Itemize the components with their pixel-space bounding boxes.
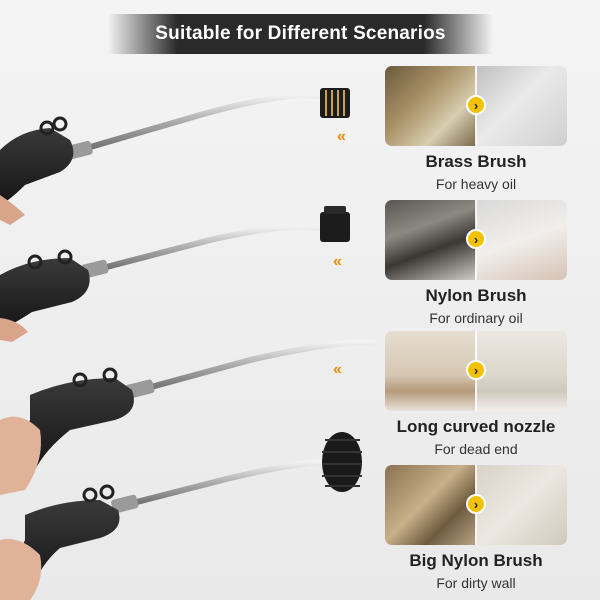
steam-gun-illustration bbox=[0, 88, 378, 600]
before-image bbox=[385, 465, 476, 545]
before-image bbox=[385, 331, 476, 411]
scenario-image-curved-nozzle: › bbox=[385, 331, 567, 411]
scenario-label: Long curved nozzle For dead end bbox=[385, 417, 567, 457]
scenario-subtitle: For heavy oil bbox=[435, 176, 517, 192]
scenario-image-big-nylon-brush: › bbox=[385, 465, 567, 545]
gun-brass-brush bbox=[0, 88, 350, 225]
scenario-label: Brass Brush For heavy oil bbox=[385, 152, 567, 192]
scenario-title: Big Nylon Brush bbox=[409, 551, 543, 570]
after-image bbox=[476, 465, 567, 545]
scenario-title: Nylon Brush bbox=[425, 286, 527, 305]
scenario-image-nylon-brush: › bbox=[385, 200, 567, 280]
scenario-label: Big Nylon Brush For dirty wall bbox=[385, 551, 567, 591]
page-title: Suitable for Different Scenarios bbox=[108, 14, 493, 54]
after-image bbox=[476, 66, 567, 146]
arrow-right-icon: › bbox=[466, 229, 486, 249]
scenario-title: Brass Brush bbox=[425, 152, 527, 171]
gun-curved-nozzle bbox=[0, 338, 378, 495]
scenario-title: Long curved nozzle bbox=[396, 417, 556, 436]
scenario-subtitle: For dirty wall bbox=[436, 575, 516, 591]
before-image bbox=[385, 200, 476, 280]
gun-nylon-brush bbox=[0, 206, 350, 342]
after-image bbox=[476, 331, 567, 411]
arrow-right-icon: › bbox=[466, 494, 486, 514]
scenario-subtitle: For ordinary oil bbox=[429, 310, 523, 326]
chevron-left-icon: « bbox=[333, 361, 342, 378]
gun-big-nylon-brush bbox=[0, 432, 362, 600]
before-image bbox=[385, 66, 476, 146]
after-image bbox=[476, 200, 567, 280]
chevron-left-icon: « bbox=[333, 253, 342, 270]
arrow-right-icon: › bbox=[466, 95, 486, 115]
scenario-image-brass-brush: › bbox=[385, 66, 567, 146]
scenario-label: Nylon Brush For ordinary oil bbox=[385, 286, 567, 326]
chevron-left-icon: « bbox=[337, 128, 346, 145]
arrow-right-icon: › bbox=[466, 360, 486, 380]
scenario-subtitle: For dead end bbox=[434, 441, 518, 457]
